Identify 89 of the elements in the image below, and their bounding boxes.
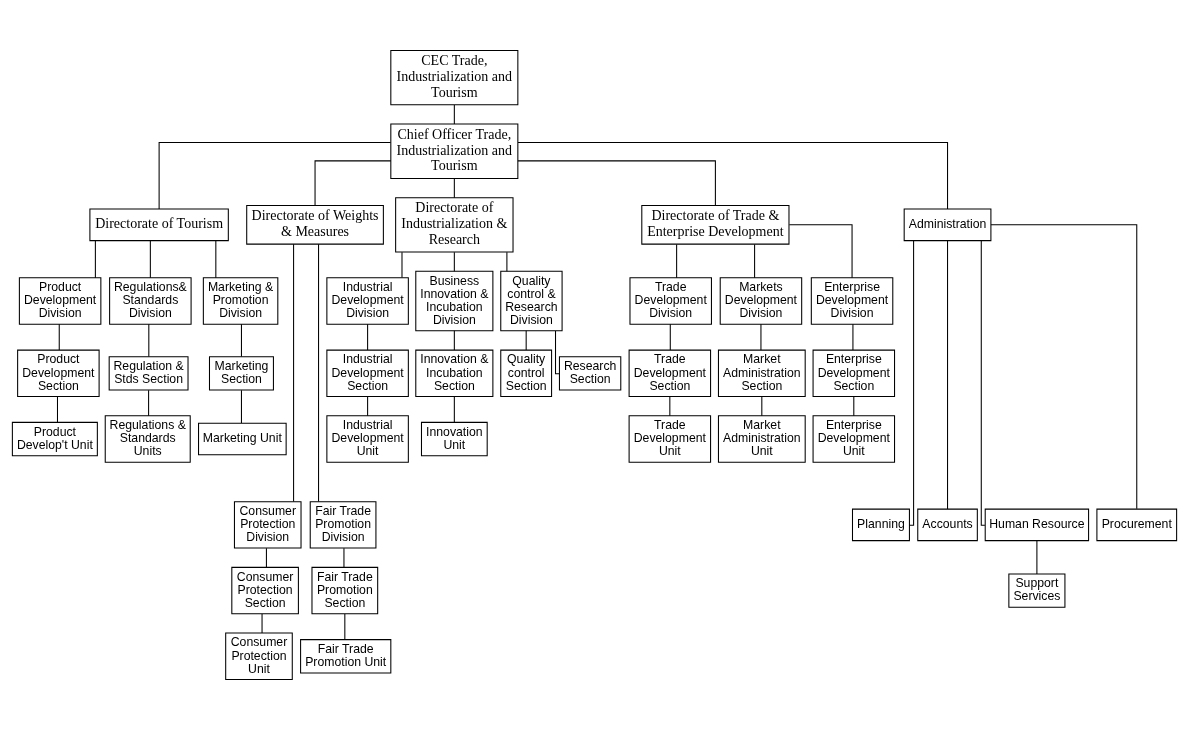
connector (453, 329, 455, 350)
node-box: Innovation & Incubation Section (415, 349, 494, 397)
node-box: Directorate of Tourism (89, 208, 229, 241)
node-box: Enterprise Development Division (810, 276, 894, 325)
connector (669, 323, 671, 351)
connector (265, 547, 267, 568)
connector (947, 239, 949, 510)
node-box: Product Development Division (18, 276, 102, 325)
node-box: Industrial Development Division (326, 276, 409, 325)
connector (56, 395, 58, 423)
connector (261, 612, 263, 634)
node-box: Business Innovation & Incubation Division (415, 270, 494, 331)
connector (215, 239, 217, 278)
node-box: Administration (903, 208, 992, 241)
node-box: Chief Officer Trade, Industrialization and Tourism (390, 123, 519, 179)
node-box: Market Administration Unit (717, 414, 806, 463)
connector (148, 389, 150, 416)
connector (990, 223, 1138, 509)
node-box: Directorate of Weights & Measures (246, 204, 384, 245)
node-box: Enterprise Development Section (812, 349, 896, 397)
node-box: Quality control Section (500, 349, 553, 397)
connector (343, 547, 345, 568)
node-box: Directorate of Industrialization & Research (395, 196, 514, 252)
node-box: Marketing & Promotion Division (202, 276, 279, 325)
node-box: Support Services (1008, 572, 1066, 608)
node-box: Procurement (1096, 508, 1178, 541)
connector (788, 223, 853, 278)
node-box: Quality control & Research Division (500, 270, 563, 331)
node-box: Planning (851, 508, 910, 541)
connector (240, 323, 242, 357)
node-box: Regulations& Standards Division (109, 276, 192, 325)
connector (980, 239, 986, 526)
connector (401, 251, 403, 278)
node-box: Innovation Unit (420, 421, 488, 456)
connector (367, 395, 369, 416)
connector (517, 159, 716, 206)
connector (761, 395, 763, 416)
node-box: Industrial Development Unit (326, 414, 409, 463)
node-box: Trade Development Section (628, 349, 712, 397)
connector (318, 243, 320, 502)
node-box: Fair Trade Promotion Division (309, 500, 377, 549)
connector (517, 141, 949, 209)
connector (58, 323, 60, 351)
node-box: Regulations & Standards Units (104, 414, 191, 463)
connector (314, 159, 392, 206)
connector (148, 323, 150, 357)
node-box: Fair Trade Promotion Unit (300, 638, 392, 673)
connector (149, 239, 151, 278)
node-box: Fair Trade Promotion Section (311, 566, 379, 614)
connector (669, 395, 671, 416)
connector (909, 239, 915, 526)
connector (293, 243, 295, 502)
node-box: Trade Development Division (629, 276, 712, 325)
node-box: Enterprise Development Unit (812, 414, 896, 463)
connector (158, 141, 392, 209)
node-box: Market Administration Section (717, 349, 806, 397)
connector (760, 323, 762, 351)
connector (453, 177, 455, 198)
connector (240, 389, 242, 424)
node-box: Trade Development Unit (628, 414, 712, 463)
node-box: Consumer Protection Unit (225, 632, 293, 680)
node-box: Markets Development Division (719, 276, 803, 325)
connector (1036, 539, 1038, 574)
node-box: Accounts (917, 508, 978, 541)
node-box: Directorate of Trade & Enterprise Development (641, 204, 790, 245)
node-box: Product Develop't Unit (11, 421, 98, 456)
connector (852, 323, 854, 351)
connector (367, 323, 369, 351)
node-box: Industrial Development Section (326, 349, 409, 397)
node-box: Human Resource (984, 508, 1090, 541)
connector (555, 330, 560, 374)
node-box: Consumer Protection Section (231, 566, 299, 614)
connector (453, 251, 455, 272)
node-box: Regulation & Stds Section (108, 355, 189, 390)
node-box: Consumer Protection Division (233, 500, 302, 549)
node-box: Product Development Section (17, 349, 100, 397)
node-box: Research Section (558, 355, 622, 390)
connector (453, 104, 455, 125)
connector (754, 243, 756, 278)
connector (676, 243, 678, 278)
node-box: Marketing Section (208, 355, 274, 390)
node-box: Marketing Unit (198, 422, 287, 455)
connector (453, 395, 455, 423)
connector (94, 239, 96, 278)
node-box: CEC Trade, Industrialization and Tourism (390, 49, 519, 105)
connector (525, 329, 527, 350)
connector (344, 612, 346, 640)
connector (853, 395, 855, 416)
connector (506, 251, 508, 272)
